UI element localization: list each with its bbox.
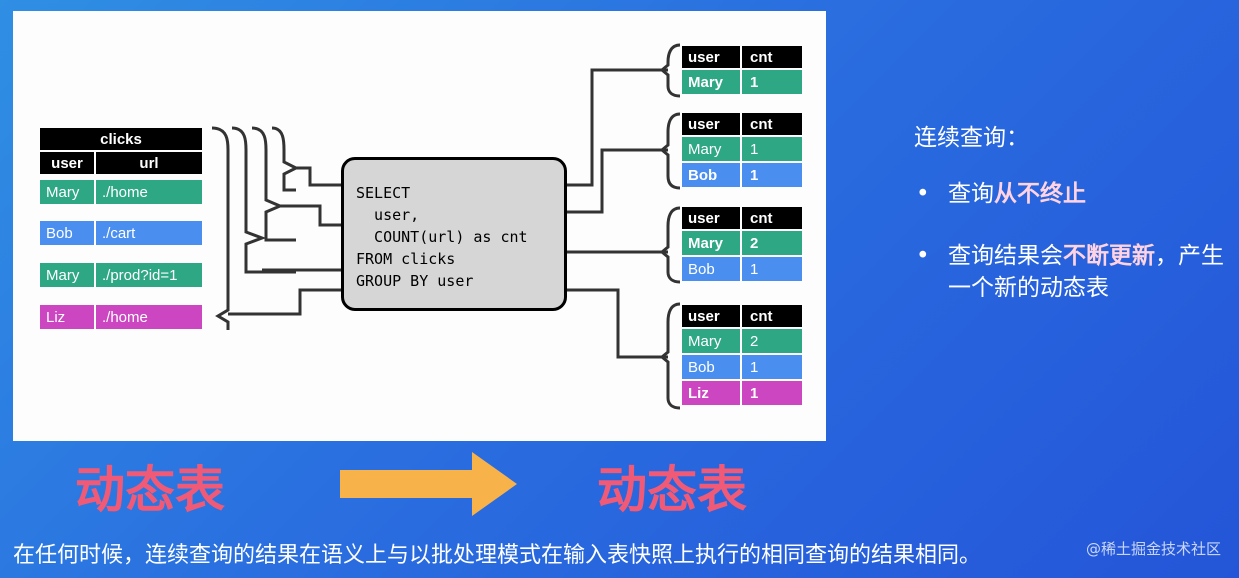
clicks-row-1: Mary./home: [40, 178, 202, 204]
out-brace-4: [659, 302, 681, 410]
column-header-cnt: cnt: [740, 207, 802, 229]
clicks-row-3: Mary./prod?id=1: [40, 261, 202, 287]
bullet-2-highlight: 不断更新: [1063, 243, 1155, 269]
cell-user: Mary: [682, 70, 740, 94]
bullet-1-text: 查询: [948, 181, 994, 207]
cell-cnt: 2: [740, 231, 802, 255]
column-header-user: user: [682, 46, 740, 68]
clicks-table-title: clicks: [40, 128, 202, 150]
cell-cnt: 1: [740, 257, 802, 281]
clicks-table-title-row: clicks: [40, 128, 202, 150]
bullet-1: • 查询从不终止: [916, 178, 1236, 210]
column-header-url: url: [94, 152, 202, 174]
cell-cnt: 1: [740, 163, 802, 187]
brace-4: [211, 126, 230, 330]
in-line-1: [296, 166, 341, 187]
bullet-2: • 查询结果会不断更新，产生一个新的动态表: [916, 240, 1236, 304]
clicks-row-4: Liz./home: [40, 303, 202, 329]
column-header-cnt: cnt: [740, 305, 802, 327]
clicks-table-header: user url: [40, 152, 202, 174]
cell-cnt: 1: [740, 137, 802, 161]
cell-url: ./prod?id=1: [94, 263, 202, 287]
cell-user: Mary: [682, 329, 740, 353]
column-header-user: user: [682, 113, 740, 135]
cell-cnt: 1: [740, 70, 802, 94]
sql-line: FROM clicks: [356, 250, 456, 268]
brace-2: [251, 126, 296, 242]
sql-line: GROUP BY user: [356, 272, 474, 290]
column-header-cnt: cnt: [740, 46, 802, 68]
bullet-2-text-end: ，产生一个新的动态表: [948, 243, 1224, 301]
sql-line: SELECT: [356, 184, 411, 202]
cell-user: Mary: [40, 180, 94, 204]
cell-cnt: 2: [740, 329, 802, 353]
cell-user: Mary: [682, 231, 740, 255]
cell-cnt: 1: [740, 355, 802, 379]
dynamic-table-label-left: 动态表: [75, 461, 225, 519]
out-brace-3: [659, 206, 681, 284]
sql-line: user,: [356, 206, 420, 224]
out-line-2: [567, 148, 668, 214]
column-header-cnt: cnt: [740, 113, 802, 135]
bullet-dot: •: [916, 181, 930, 207]
cell-user: Mary: [40, 263, 94, 287]
cell-cnt: 1: [740, 381, 802, 405]
watermark: @稀土掘金技术社区: [1085, 540, 1221, 558]
column-header-user: user: [682, 207, 740, 229]
brace-1: [271, 126, 300, 192]
footer-caption: 在任何时候，连续查询的结果在语义上与以批处理模式在输入表快照上执行的相同查询的结…: [13, 543, 982, 568]
out-line-4: [567, 288, 668, 359]
cell-user: Bob: [40, 221, 94, 245]
dynamic-table-label-right: 动态表: [597, 461, 747, 519]
in-line-4: [228, 288, 341, 316]
cell-user: Mary: [682, 137, 740, 161]
bullet-1-highlight: 从不终止: [994, 181, 1086, 207]
bullet-dot: •: [916, 243, 930, 269]
bullet-2-text: 查询结果会: [948, 243, 1063, 269]
out-brace-1: [659, 43, 681, 98]
clicks-table: clicks user url: [40, 128, 202, 174]
side-title: 连续查询：: [914, 125, 1029, 151]
cell-user: Liz: [682, 381, 740, 405]
clicks-row-2: Bob./cart: [40, 219, 202, 245]
cell-url: ./cart: [94, 221, 202, 245]
cell-url: ./home: [94, 305, 202, 329]
sql-line: COUNT(url) as cnt: [356, 228, 528, 246]
column-header-user: user: [682, 305, 740, 327]
in-line-2: [280, 204, 341, 227]
brace-3: [231, 126, 296, 274]
out-brace-2: [659, 112, 681, 190]
cell-user: Liz: [40, 305, 94, 329]
cell-user: Bob: [682, 257, 740, 281]
flow-arrow: [340, 452, 517, 516]
cell-url: ./home: [94, 180, 202, 204]
cell-user: Bob: [682, 355, 740, 379]
column-header-user: user: [40, 152, 94, 174]
out-line-1: [567, 68, 668, 187]
cell-user: Bob: [682, 163, 740, 187]
